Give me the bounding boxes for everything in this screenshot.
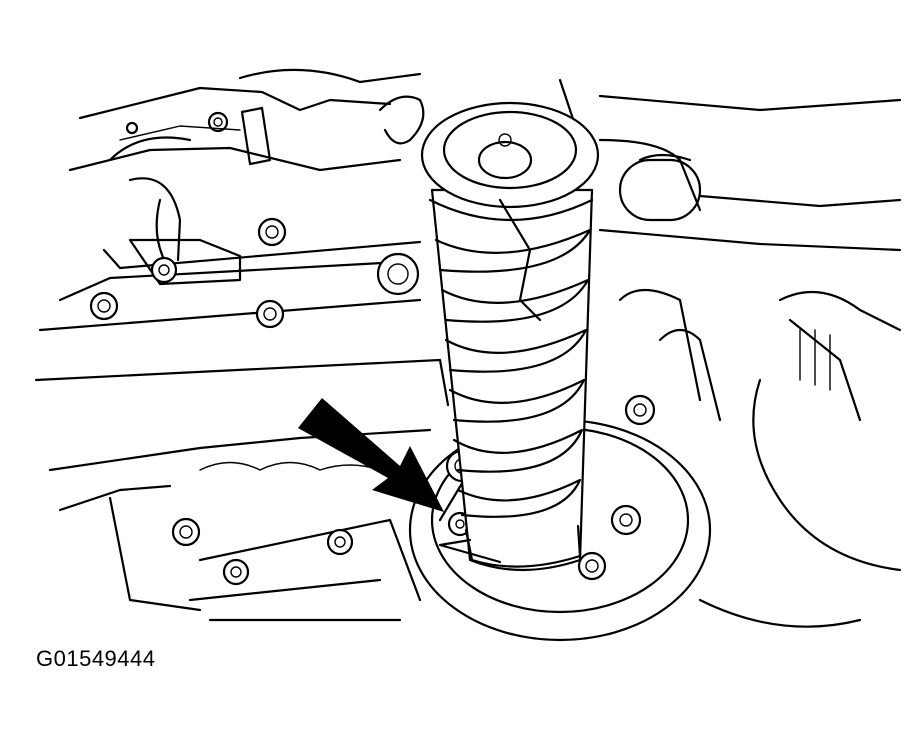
bolt-group-left (89, 217, 420, 586)
background-right-structures (558, 78, 902, 628)
background-engine-lines (34, 68, 450, 622)
strut-spring-assembly (420, 101, 600, 572)
figure-id-label: G01549444 (36, 646, 156, 671)
arrow-indicator (298, 398, 444, 512)
